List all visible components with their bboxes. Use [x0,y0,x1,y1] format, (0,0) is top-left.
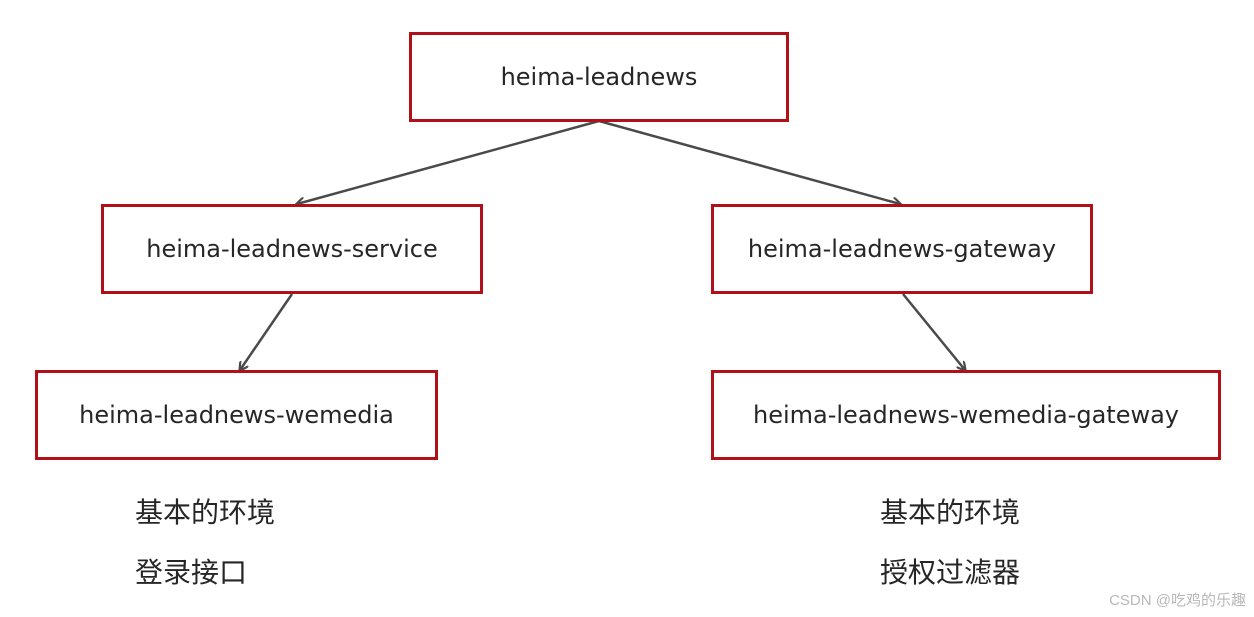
note-right-auth-filter: 授权过滤器 [880,556,1021,589]
note-left-basic-environment: 基本的环境 [135,496,276,529]
arrow-service-to-wemedia [240,293,294,370]
node-heima-leadnews-service: heima-leadnews-service [101,204,483,294]
node-label: heima-leadnews-wemedia-gateway [753,401,1179,429]
node-label: heima-leadnews [500,63,698,91]
node-label: heima-leadnews-wemedia [79,401,394,429]
note-left-login-interface: 登录接口 [135,556,248,589]
node-heima-leadnews-gateway: heima-leadnews-gateway [711,204,1093,294]
node-heima-leadnews-wemedia: heima-leadnews-wemedia [35,370,438,460]
node-heima-leadnews: heima-leadnews [409,32,789,122]
watermark: CSDN @吃鸡的乐趣 [1109,592,1246,609]
arrow-root-to-service [297,119,600,204]
arrow-root-to-gateway [598,119,900,204]
node-label: heima-leadnews-gateway [747,235,1057,263]
note-right-basic-environment: 基本的环境 [880,496,1021,529]
node-heima-leadnews-wemedia-gateway: heima-leadnews-wemedia-gateway [711,370,1221,460]
arrow-gateway-to-wemedia-gateway [902,293,965,370]
node-label: heima-leadnews-service [146,235,438,263]
